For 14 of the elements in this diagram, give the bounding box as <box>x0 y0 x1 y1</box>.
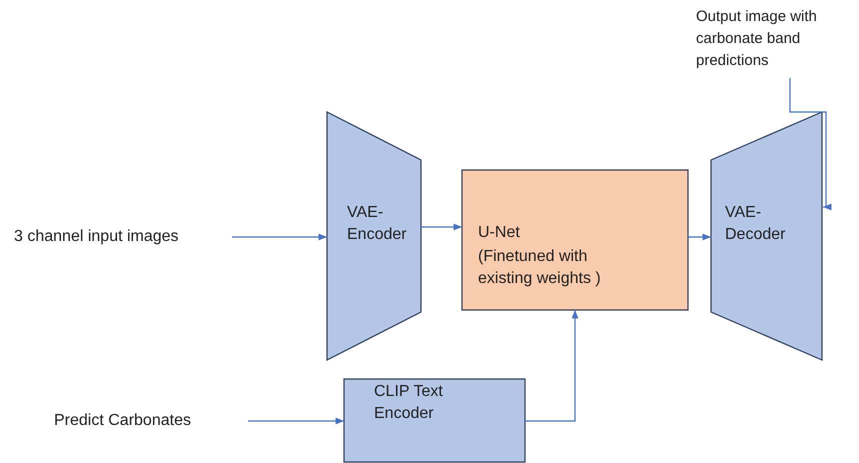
node-title: U-Net <box>478 223 521 243</box>
node-text: (Finetuned with existing weights ) <box>478 247 602 289</box>
arrow <box>789 78 832 210</box>
arrow <box>525 310 578 422</box>
node-label: Predict Carbonates <box>54 411 192 431</box>
node-label: 3 channel input images <box>14 227 180 247</box>
node-title: VAE- Decoder <box>725 203 786 245</box>
node-title: CLIP Text Encoder <box>374 382 444 424</box>
arrow <box>688 234 711 240</box>
arrow <box>232 234 327 240</box>
node-label: Output image with carbonate band predictions <box>696 7 818 71</box>
arrow <box>248 418 344 424</box>
node-title: VAE- Encoder <box>347 203 408 245</box>
arrow <box>421 224 462 230</box>
